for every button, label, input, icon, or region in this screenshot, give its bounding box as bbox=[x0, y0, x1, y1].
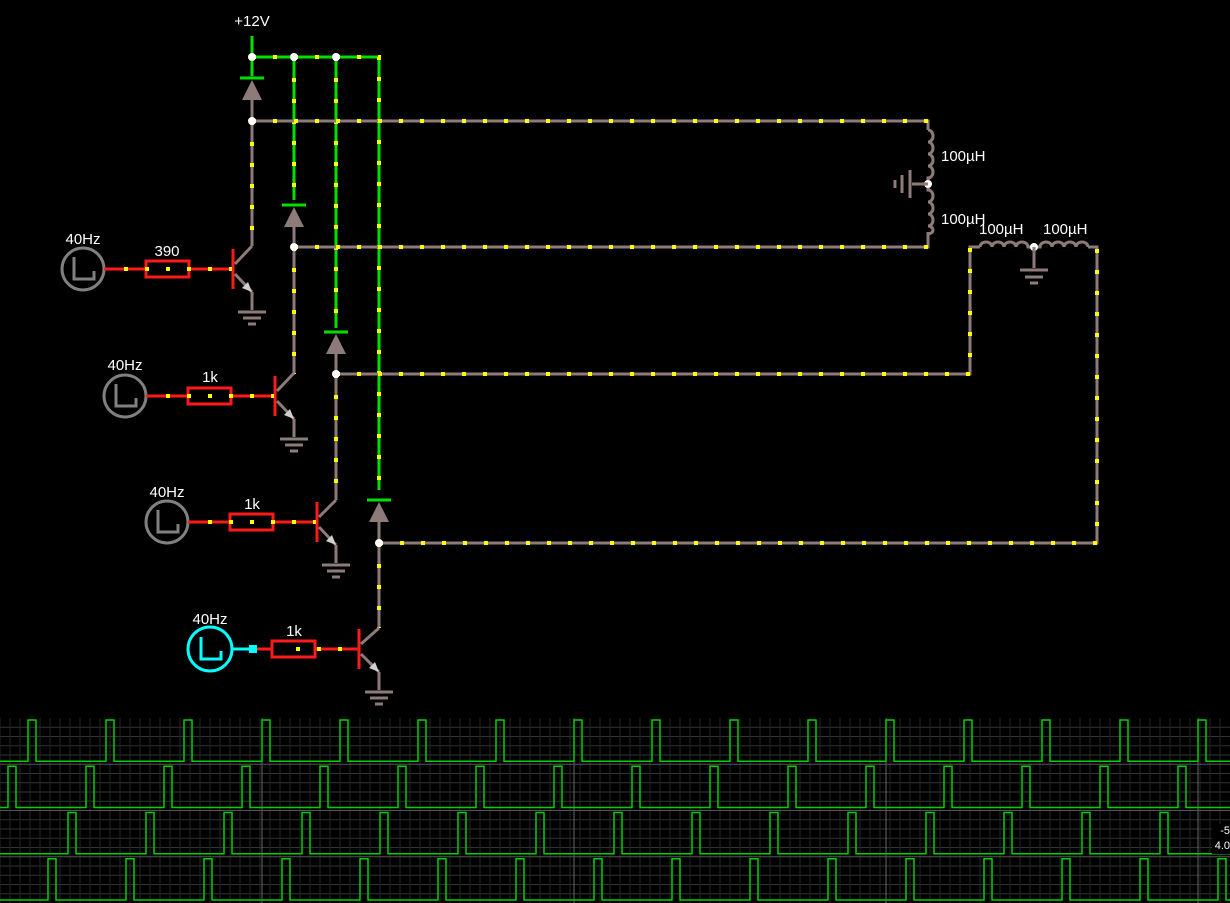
signal-source-2-freq: 40Hz bbox=[107, 357, 142, 374]
phase-wire-1[interactable] bbox=[250, 100, 930, 246]
scope-trace-4 bbox=[0, 858, 1230, 901]
signal-source-1-freq: 40Hz bbox=[65, 231, 100, 248]
transistor-3[interactable] bbox=[315, 498, 338, 547]
junction bbox=[332, 370, 340, 378]
resistor-3-label: 1k bbox=[244, 496, 260, 513]
diode-3[interactable] bbox=[324, 330, 348, 354]
ground-1[interactable] bbox=[238, 292, 266, 326]
junction bbox=[290, 243, 298, 251]
scope-trace-3 bbox=[0, 811, 1230, 855]
junction bbox=[290, 53, 298, 61]
junction bbox=[375, 539, 383, 547]
center-tap-ground-2[interactable] bbox=[1020, 247, 1048, 285]
signal-source-4-freq: 40Hz bbox=[192, 611, 227, 628]
resistor-4[interactable] bbox=[270, 639, 317, 659]
inductor-1[interactable] bbox=[926, 128, 935, 184]
transistor-1[interactable] bbox=[231, 244, 254, 294]
phase-wire-4[interactable] bbox=[377, 245, 1099, 628]
scope-traces bbox=[0, 719, 1230, 901]
phase-wire-2[interactable] bbox=[292, 227, 930, 374]
circuit-canvas[interactable]: +12V bbox=[0, 0, 1230, 718]
resistor-2-label: 1k bbox=[202, 369, 218, 386]
supply-rail[interactable] bbox=[250, 36, 381, 490]
ground-3[interactable] bbox=[322, 545, 350, 579]
scope-readout-line1: -5 bbox=[1220, 825, 1230, 837]
scope-readout-line2: 4.0 bbox=[1214, 840, 1230, 852]
ground-2[interactable] bbox=[280, 419, 308, 453]
inductor-2-label: 100µH bbox=[941, 211, 986, 228]
resistor-1-label: 390 bbox=[154, 243, 179, 260]
diode-2[interactable] bbox=[282, 203, 306, 227]
center-tap-ground-1[interactable] bbox=[893, 170, 928, 198]
inductor-3-label: 100µH bbox=[979, 221, 1024, 238]
supply-label: +12V bbox=[234, 13, 269, 30]
diode-4[interactable] bbox=[367, 498, 391, 522]
signal-source-3[interactable] bbox=[144, 499, 190, 545]
phase-wire-3[interactable] bbox=[334, 245, 980, 500]
current-dots bbox=[124, 267, 358, 651]
scope-readout: -5 4.0 bbox=[1212, 824, 1230, 854]
signal-source-1[interactable] bbox=[60, 246, 106, 292]
ground-4[interactable] bbox=[365, 672, 393, 706]
transistor-4[interactable] bbox=[357, 626, 381, 674]
junction bbox=[248, 53, 256, 61]
inductor-3[interactable] bbox=[978, 240, 1034, 249]
junction bbox=[332, 53, 340, 61]
scope-trace-1 bbox=[0, 719, 1230, 762]
signal-source-4[interactable] bbox=[186, 625, 234, 673]
inductor-4-label: 100µH bbox=[1043, 221, 1088, 238]
diode-1[interactable] bbox=[240, 76, 264, 100]
inductor-1-label: 100µH bbox=[941, 148, 986, 165]
signal-source-3-freq: 40Hz bbox=[149, 484, 184, 501]
transistor-2[interactable] bbox=[273, 371, 296, 421]
signal-source-2[interactable] bbox=[102, 373, 148, 419]
scope-trace-2 bbox=[0, 765, 1230, 809]
inductor-2[interactable] bbox=[926, 184, 935, 236]
resistor-4-label: 1k bbox=[286, 623, 302, 640]
junction bbox=[248, 117, 256, 125]
inductor-4[interactable] bbox=[1034, 240, 1090, 249]
scope-panel[interactable] bbox=[0, 718, 1230, 903]
selection-handle[interactable] bbox=[249, 645, 257, 653]
